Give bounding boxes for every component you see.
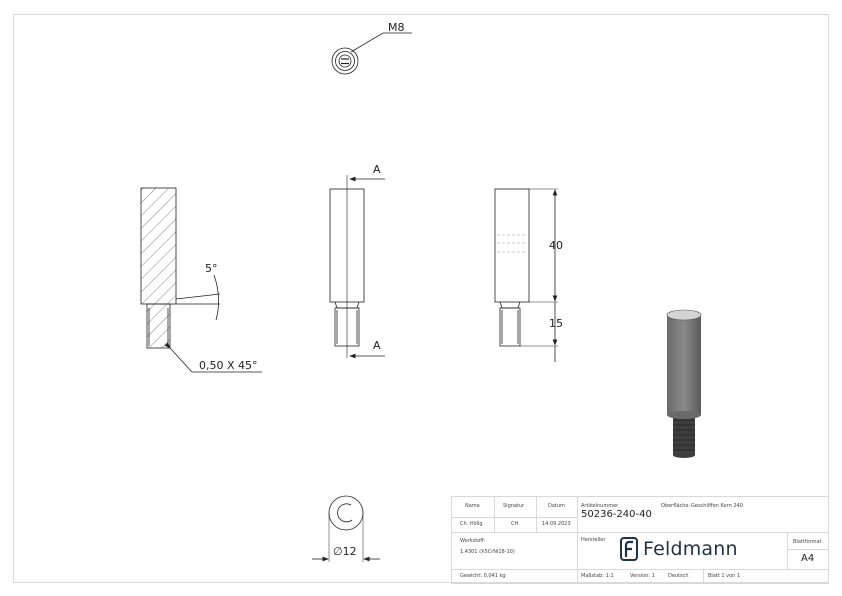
section-view bbox=[140, 187, 262, 373]
front-view bbox=[329, 175, 385, 359]
dim-length-body: 40 bbox=[549, 239, 563, 252]
feldmann-logo: Feldmann bbox=[620, 537, 738, 561]
angle-label: 5° bbox=[205, 262, 218, 275]
article-label: Artikelnummer bbox=[581, 503, 619, 509]
signature-header: Signatur bbox=[503, 503, 525, 509]
dim-length-thread: 15 bbox=[549, 317, 563, 330]
section-label-top: A bbox=[373, 163, 381, 176]
bottom-view bbox=[312, 495, 380, 562]
material-value: 1.4301 (X5CrNi18-10) bbox=[460, 549, 515, 555]
surface-value: Geschliffen Korn 240 bbox=[691, 503, 743, 509]
chamfer-label: 0,50 X 45° bbox=[199, 359, 258, 372]
scale-value: Maßstab: 1:1 bbox=[581, 573, 614, 579]
format-label: Blattformat bbox=[793, 539, 822, 545]
material-label: Werkstoff: bbox=[460, 538, 486, 544]
manufacturer-name: Feldmann bbox=[643, 538, 738, 560]
name-header: Name bbox=[465, 503, 480, 509]
name-value: Ch. Hölig bbox=[460, 521, 483, 527]
date-header: Datum bbox=[548, 503, 565, 509]
format-value: A4 bbox=[801, 553, 815, 564]
version-value: Version: 1 bbox=[630, 573, 655, 579]
signature-value: CH bbox=[511, 521, 519, 527]
article-number: 50236-240-40 bbox=[581, 509, 652, 520]
feldmann-f-icon bbox=[620, 537, 638, 561]
top-view bbox=[331, 32, 412, 75]
side-view bbox=[494, 188, 558, 362]
section-label-bottom: A bbox=[373, 339, 381, 352]
sheet-value: Blatt 1 von 1 bbox=[708, 573, 741, 579]
title-block-grid bbox=[451, 496, 829, 584]
weight-value: Gewicht: 0,041 kg bbox=[460, 573, 506, 579]
isometric-view bbox=[666, 309, 702, 458]
thread-label: M8 bbox=[388, 21, 405, 34]
manufacturer-label: Hersteller bbox=[581, 537, 606, 543]
surface-label: Oberfläche: bbox=[661, 503, 691, 509]
drawing-frame bbox=[13, 14, 829, 583]
language-value: Deutsch bbox=[668, 573, 689, 579]
date-value: 14.09.2023 bbox=[542, 521, 571, 527]
dim-diameter: ∅12 bbox=[333, 545, 357, 558]
